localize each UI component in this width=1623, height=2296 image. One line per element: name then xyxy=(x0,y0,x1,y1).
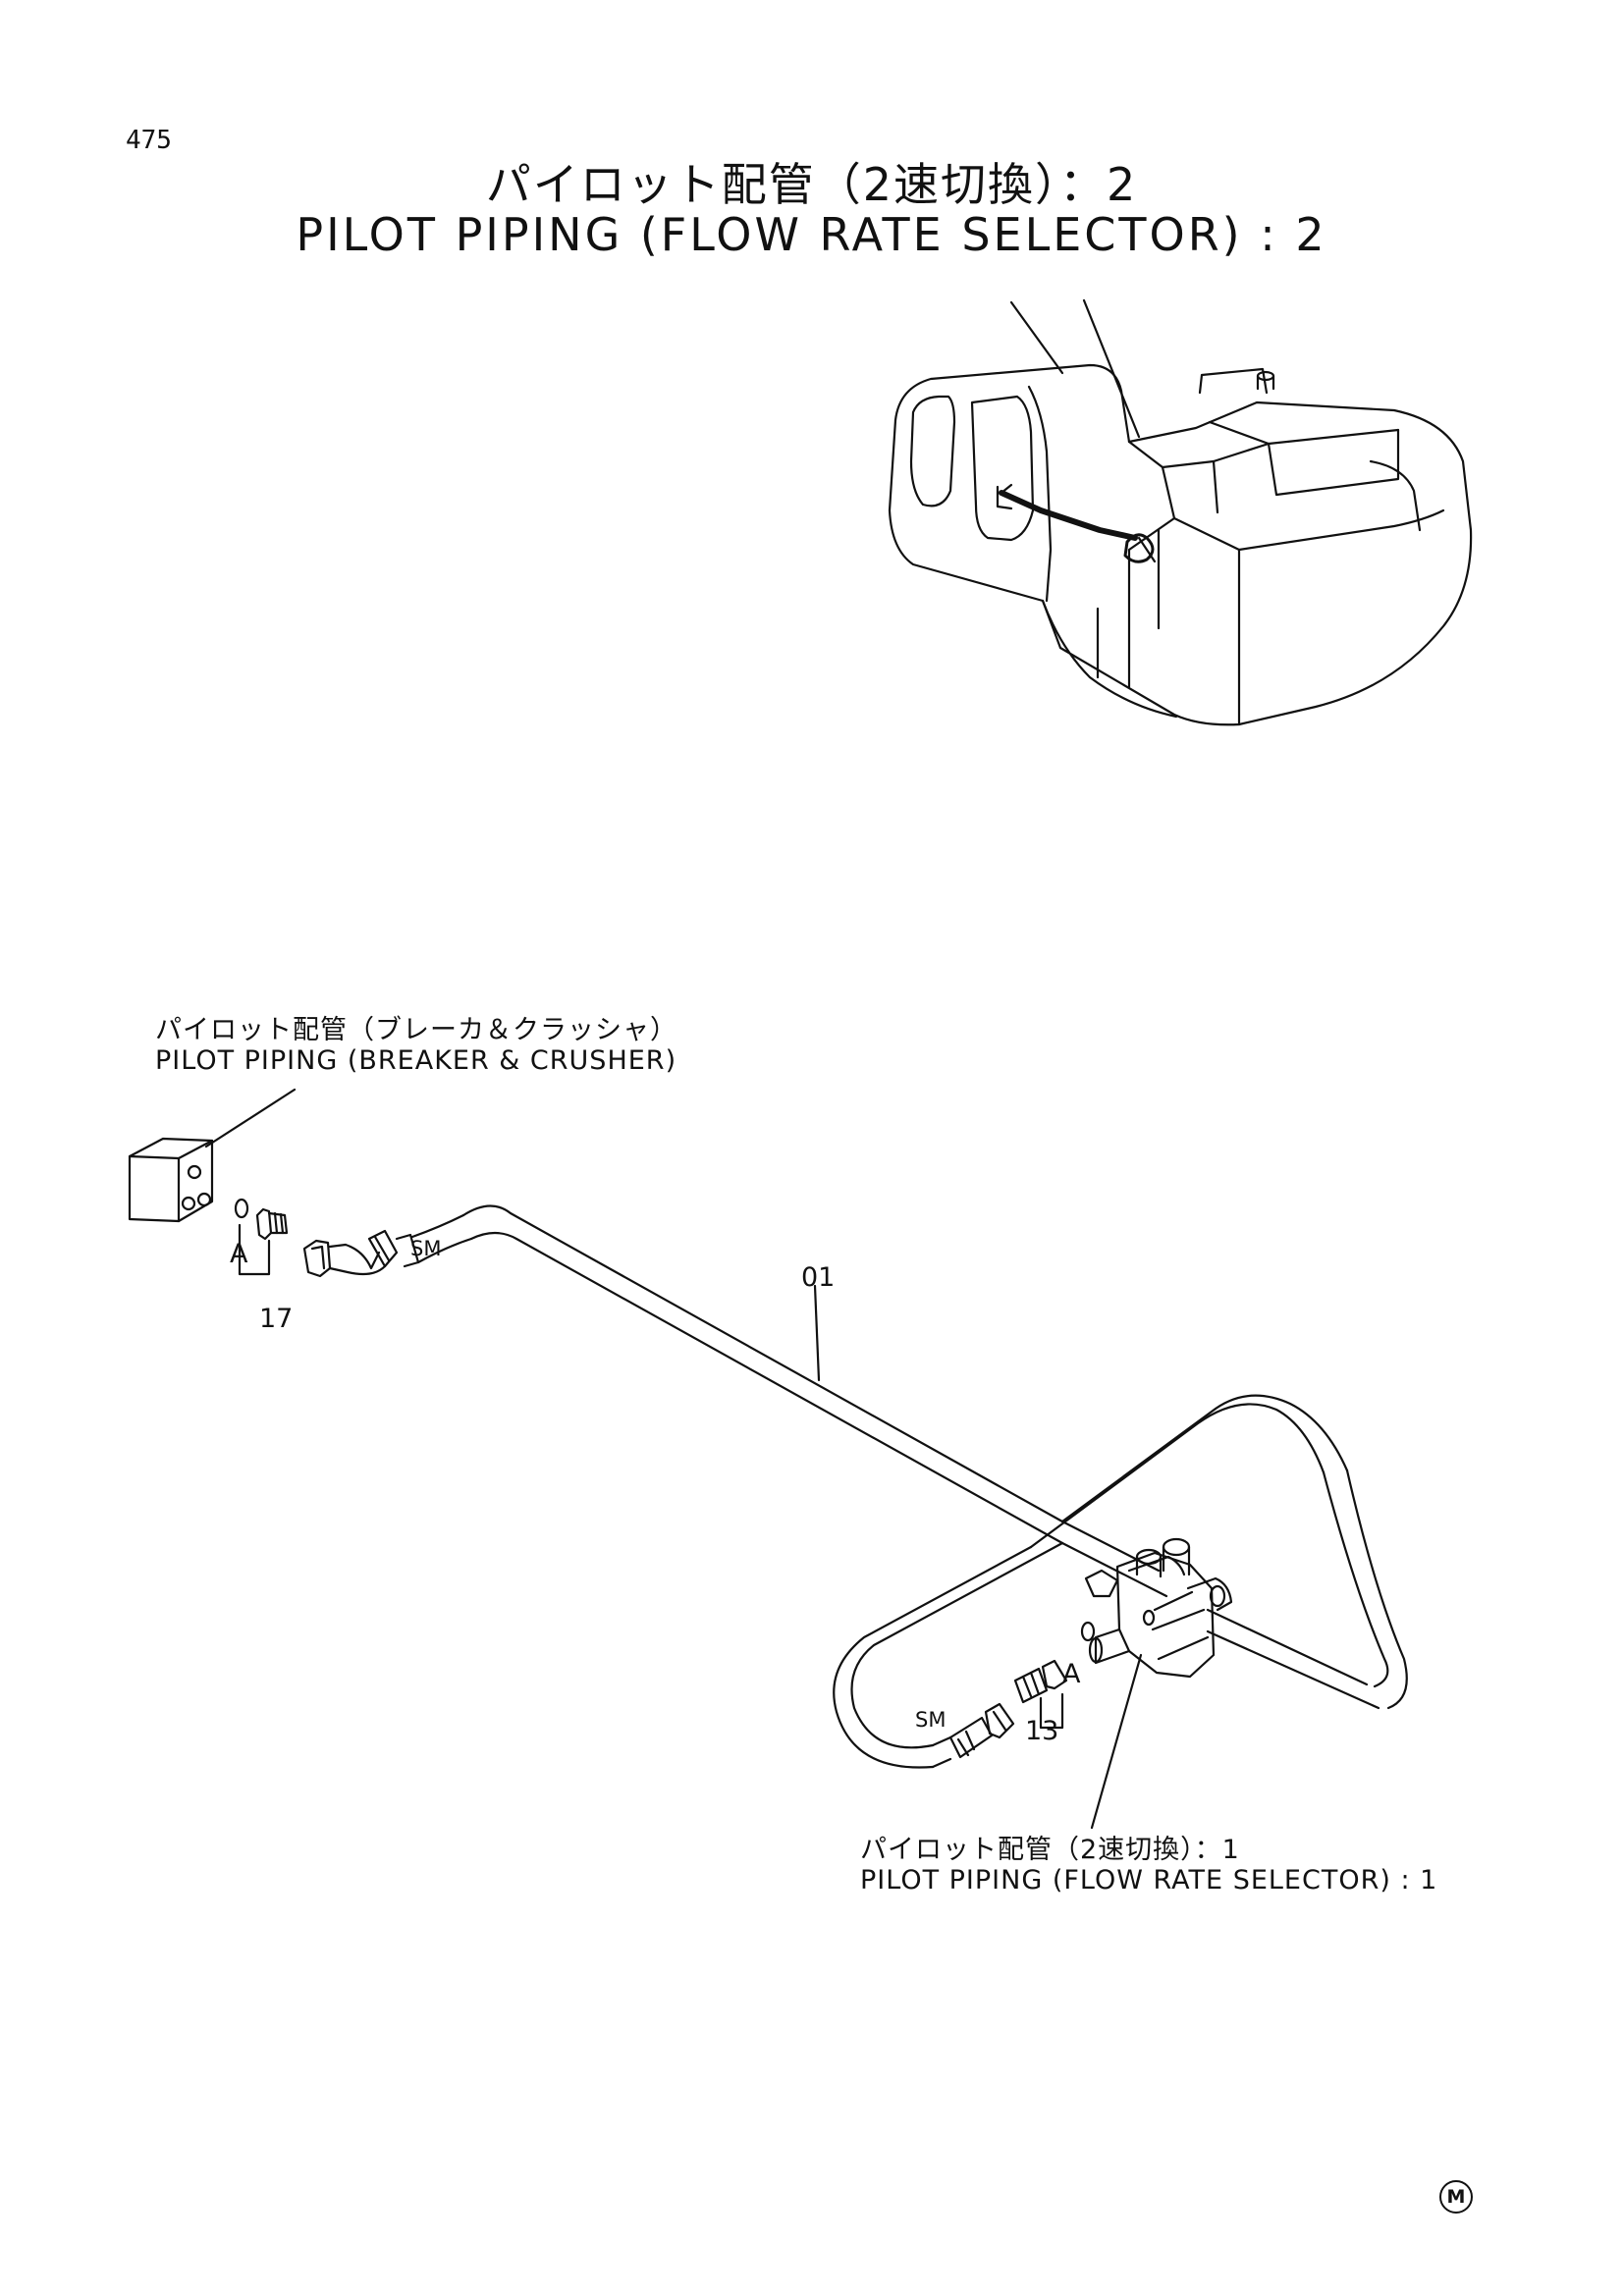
part-label-left-adapter: 17 xyxy=(259,1304,294,1334)
selector-valve-icon xyxy=(1084,1537,1233,1679)
part-label-pipe: 01 xyxy=(801,1262,836,1293)
left-adapter-fitting xyxy=(238,1207,289,1276)
bottom-reference-english: PILOT PIPING (FLOW RATE SELECTOR) : 1 xyxy=(860,1865,1438,1896)
pilot-pipe-01 xyxy=(410,1204,1408,1769)
page-number: 475 xyxy=(126,126,172,155)
view-letter-right: A xyxy=(1062,1659,1081,1689)
top-reference-japanese: パイロット配管（ブレーカ＆クラッシャ） xyxy=(155,1015,677,1045)
sm-label-right: SM xyxy=(915,1708,947,1732)
bottom-reference-japanese: パイロット配管（2速切換）：1 xyxy=(860,1835,1240,1865)
circled-m-mark-icon: M xyxy=(1439,2180,1473,2214)
right-adapter-fitting xyxy=(1013,1621,1096,1730)
top-reference-english: PILOT PIPING (BREAKER & CRUSHER) xyxy=(155,1045,677,1076)
part-label-right-adapter: 13 xyxy=(1025,1716,1059,1746)
view-letter-left: A xyxy=(230,1239,248,1269)
sm-label-left: SM xyxy=(410,1237,442,1260)
pilot-valve-block-icon xyxy=(128,1137,249,1223)
right-hose-end-fitting xyxy=(948,1702,1015,1759)
title-japanese: パイロット配管（2速切換）：2 xyxy=(485,158,1138,211)
left-elbow-fitting xyxy=(302,1229,420,1278)
excavator-upper-structure-icon xyxy=(888,298,1473,726)
title-english: PILOT PIPING (FLOW RATE SELECTOR) : 2 xyxy=(296,208,1327,261)
